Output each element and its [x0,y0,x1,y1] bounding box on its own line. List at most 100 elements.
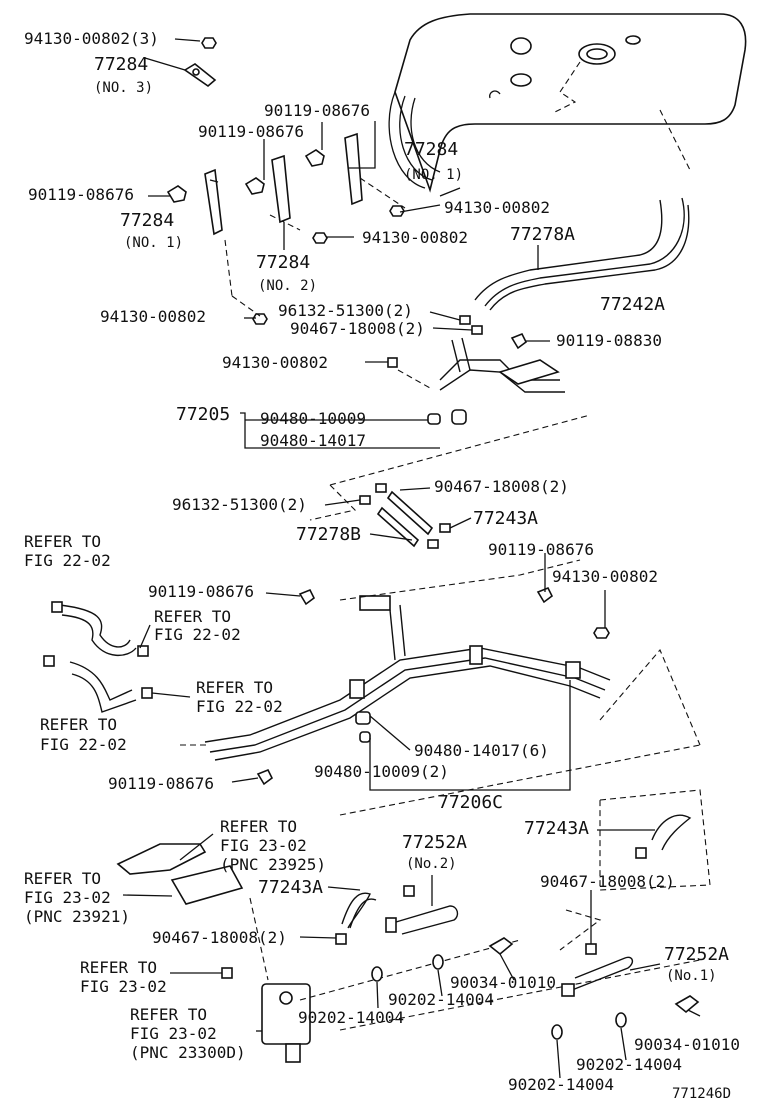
label-90480-14017-6: 90480-14017(6) [414,741,549,760]
nut-top [201,37,217,49]
leader-lines [122,57,701,1079]
label-no3: (NO. 3) [94,80,153,96]
nut-c [389,205,405,217]
label-90467-18008-2b: 90467-18008(2) [434,477,569,496]
label-77206c: 77206C [438,792,503,813]
gasket-3 [551,1024,563,1040]
label-refer-to-4: REFER TO [40,715,117,734]
label-pnc-23921: (PNC 23921) [24,907,130,926]
gasket-1 [371,966,383,982]
label-pnc-23300d: (PNC 23300D) [130,1043,246,1062]
label-90480-14017: 90480-14017 [260,431,366,450]
label-96132-51300-2: 96132-51300(2) [278,301,413,320]
hose-77243a-bottom [341,892,377,929]
label-90202-14004-c: 90202-14004 [576,1055,682,1074]
nut-bottom-left [221,967,233,979]
label-fig-22-02-2: FIG 22-02 [154,625,241,644]
pipe-assy-77205 [439,337,565,393]
hose-left-lower [43,655,153,713]
clamp-77284-no3 [183,63,217,88]
label-77243a-right: 77243A [524,818,589,839]
bracket-77284-no1-left [204,168,223,236]
clip-b1 [375,483,387,493]
bracket-pnc-23925 [116,843,244,905]
label-refer-to-1: REFER TO [24,532,101,551]
nut-e [387,357,398,368]
label-90119-08830: 90119-08830 [556,331,662,350]
label-90034-01010-b: 90034-01010 [634,1035,740,1054]
label-fig-23-02-8: FIG 23-02 [130,1024,217,1043]
label-refer-to-5: REFER TO [220,817,297,836]
nut-d [252,313,268,325]
clip-bottom-4 [585,943,597,955]
label-90480-10009: 90480-10009 [260,409,366,428]
callout-labels: 94130-00802(3) 77284 (NO. 3) 90119-08676… [24,29,740,1102]
label-no1-l: (NO. 1) [124,235,183,251]
label-fig-23-02-7: FIG 23-02 [80,977,167,996]
label-77278b: 77278B [296,524,361,545]
label-fig-23-02-6: FIG 23-02 [24,888,111,907]
diagram-code: 771246D [672,1086,731,1102]
label-fig-22-02-1: FIG 22-02 [24,551,111,570]
label-77284-no1-l: 77284 [120,210,174,231]
label-90480-10009-2: 90480-10009(2) [314,762,449,781]
label-94130-00802-d: 94130-00802 [222,353,328,372]
fuel-line-77206c [204,595,611,761]
union-bolt-1 [488,937,514,956]
label-pnc-23925: (PNC 23925) [220,855,326,874]
label-94130-00802-c: 94130-00802 [100,307,206,326]
label-77278a: 77278A [510,224,575,245]
label-no1-b: (No.1) [666,968,717,984]
hose-77243a-right [651,814,692,851]
label-90119-08676-c: 90119-08676 [28,185,134,204]
label-refer-to-7: REFER TO [80,958,157,977]
gasket-4 [615,1012,627,1028]
gasket-2 [432,954,444,970]
clip-b4 [427,539,439,549]
label-90119-08676-e: 90119-08676 [148,582,254,601]
nut-right [593,627,610,639]
pipe-77278a [474,197,690,311]
label-77252a-no2: 77252A [402,832,467,853]
label-refer-to-8: REFER TO [130,1005,207,1024]
label-77284-no3: 77284 [94,54,148,75]
label-77284-no1-r: 77284 [404,139,458,160]
clip-bottom-3 [635,847,647,859]
label-90119-08676-d: 90119-08676 [488,540,594,559]
clip-90467-18008 [471,325,483,335]
hose-90480-14017 [451,409,467,425]
label-90467-18008-2d: 90467-18008(2) [152,928,287,947]
label-90202-14004-a: 90202-14004 [388,990,494,1009]
clip-b3 [439,523,451,533]
label-no2-b: (No.2) [406,856,457,872]
hose-77252a-no2 [385,905,459,935]
clip-bottom-2 [403,885,415,897]
bolt-c [304,149,325,167]
bolt-90119-08830 [510,332,528,350]
label-90119-08676-a: 90119-08676 [264,101,370,120]
clip-b2 [359,495,371,505]
label-96132-51300-2b: 96132-51300(2) [172,495,307,514]
label-77205: 77205 [176,404,230,425]
hose-left-upper [51,601,149,657]
label-no2: (NO. 2) [258,278,317,294]
label-refer-to-2: REFER TO [154,607,231,626]
label-refer-to-6: REFER TO [24,869,101,888]
hose-90480-10009 [427,413,441,425]
label-77252a-no1: 77252A [664,944,729,965]
union-bolt-2 [674,995,700,1014]
nut-b [312,232,328,244]
label-77242a: 77242A [600,294,665,315]
label-90467-18008-2a: 90467-18008(2) [290,319,425,338]
label-90467-18008-2c: 90467-18008(2) [540,872,675,891]
label-90119-08676-f: 90119-08676 [108,774,214,793]
bolt-a [166,185,187,203]
label-90034-01010-a: 90034-01010 [450,973,556,992]
label-90202-14004-b: 90202-14004 [298,1008,404,1027]
label-94130-00802-3: 94130-00802(3) [24,29,159,48]
label-77243a-mid: 77243A [473,508,538,529]
label-no1-r: (NO. 1) [404,167,463,183]
label-fig-22-02-3: FIG 22-02 [196,697,283,716]
label-77284-no2: 77284 [256,252,310,273]
